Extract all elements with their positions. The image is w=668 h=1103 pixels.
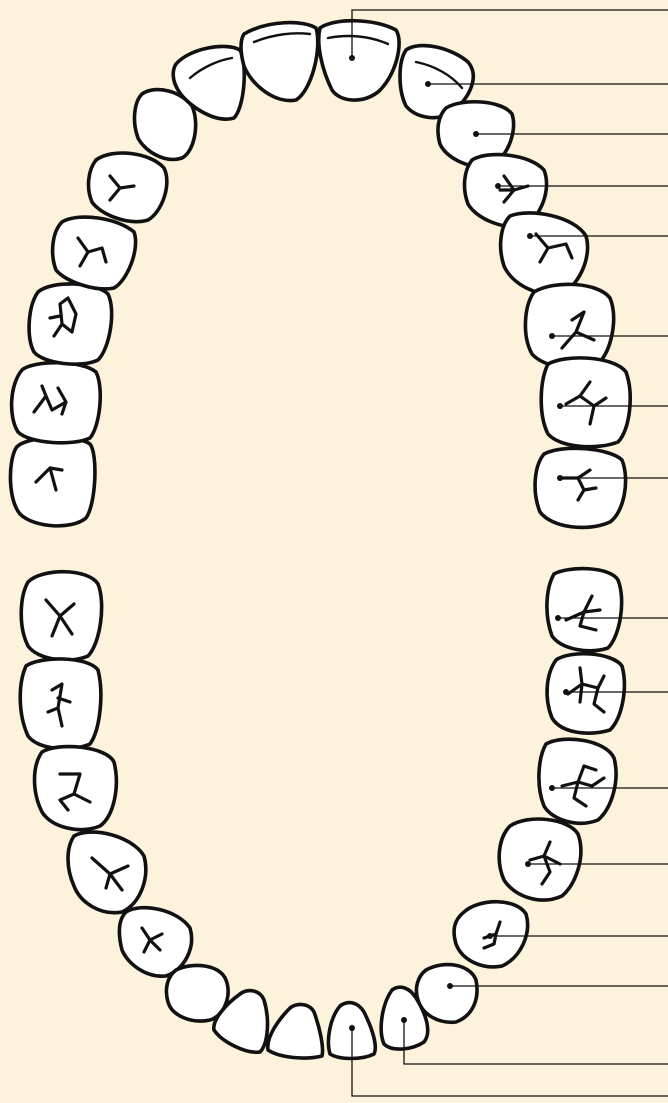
upper-left-second-premolar <box>53 217 136 289</box>
lower-right-third-molar <box>547 569 622 651</box>
upper-left-first-premolar <box>89 153 167 222</box>
lower-left-third-molar <box>21 572 101 660</box>
upper-left-first-molar <box>29 284 112 364</box>
upper-right-third-molar <box>535 448 626 527</box>
lower-right-second-premolar <box>499 819 581 900</box>
lower-right-first-molar <box>539 739 616 823</box>
upper-right-second-molar <box>541 358 630 447</box>
lower-left-first-molar <box>35 747 117 830</box>
upper-left-second-molar <box>12 363 101 443</box>
upper-right-first-molar <box>525 284 613 368</box>
upper-left-third-molar <box>10 438 95 526</box>
lower-left-second-molar <box>20 659 101 749</box>
lower-right-second-molar <box>547 654 624 733</box>
